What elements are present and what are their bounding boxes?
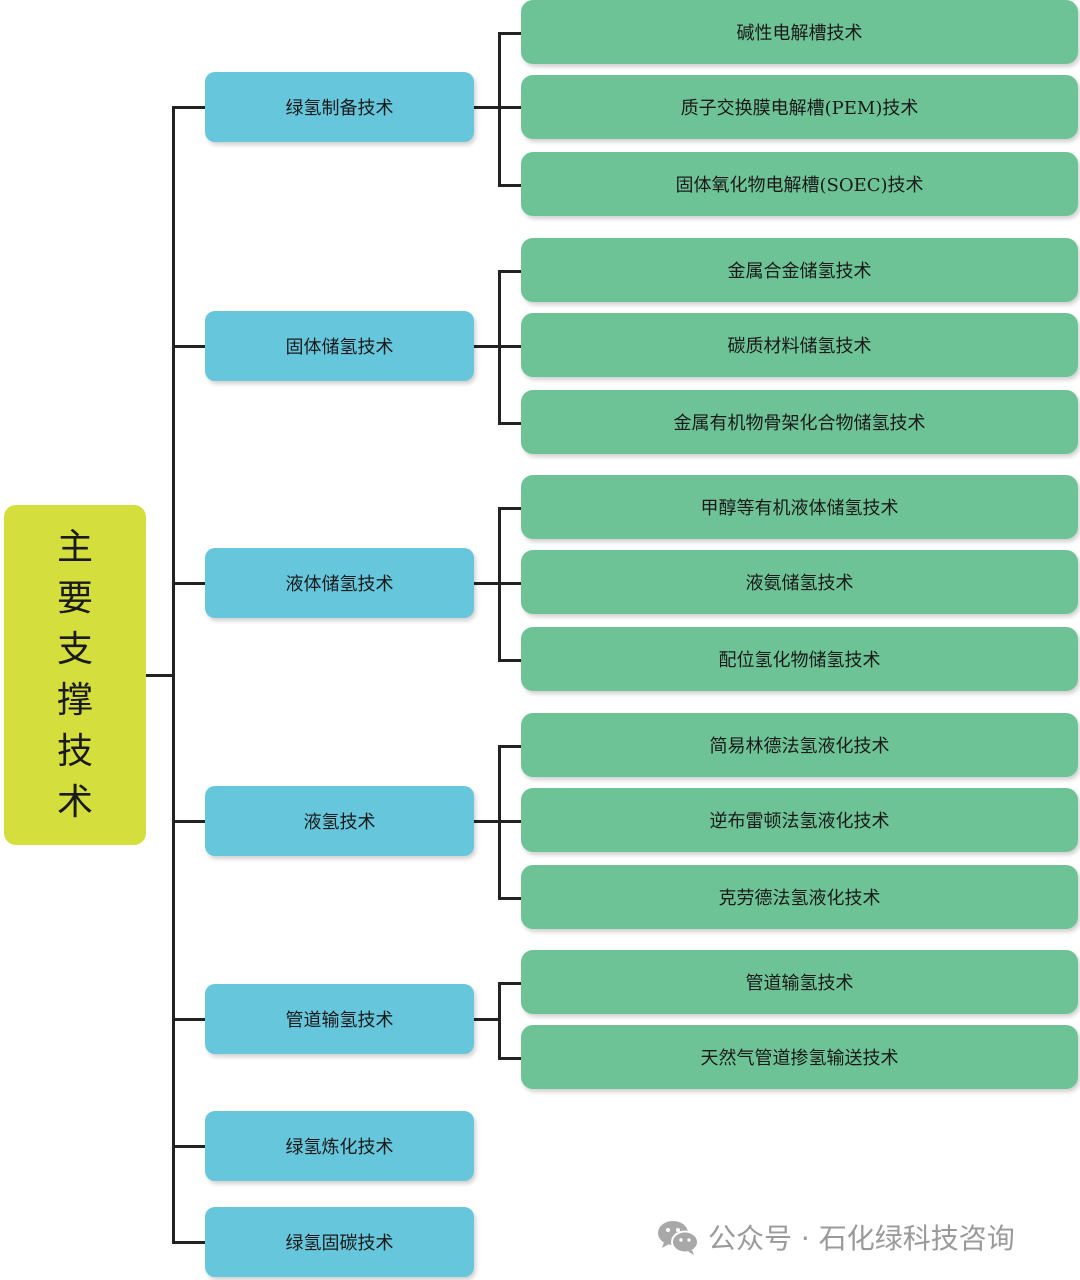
category-node-pipeline-transport: 管道输氢技术 <box>205 984 474 1054</box>
leaf-connector <box>498 106 521 109</box>
category-node-solid-storage: 固体储氢技术 <box>205 311 474 381</box>
leaf-node: 简易林德法氢液化技术 <box>521 713 1078 777</box>
leaf-connector <box>498 1057 521 1060</box>
branch-connector <box>172 106 205 109</box>
branch-connector <box>172 1241 205 1244</box>
group-spine <box>498 32 501 187</box>
group-spine <box>498 982 501 1060</box>
group-connector <box>474 106 500 109</box>
leaf-connector <box>498 659 521 662</box>
root-node: 主 要 支 撑 技 术 <box>4 505 146 845</box>
branch-connector <box>172 582 205 585</box>
leaf-node: 克劳德法氢液化技术 <box>521 865 1078 929</box>
leaf-connector <box>498 507 521 510</box>
leaf-node: 固体氧化物电解槽(SOEC)技术 <box>521 152 1078 216</box>
root-label-char: 术 <box>56 782 93 824</box>
watermark: 公众号 · 石化绿科技咨询 <box>656 1212 1015 1262</box>
branch-connector <box>172 1018 205 1021</box>
root-connector <box>146 674 175 677</box>
root-label-char: 主 <box>56 526 93 568</box>
leaf-node: 碱性电解槽技术 <box>521 0 1078 64</box>
category-node-green-carbon-fixation: 绿氢固碳技术 <box>205 1207 474 1277</box>
category-node-green-refining: 绿氢炼化技术 <box>205 1111 474 1181</box>
root-label-char: 撑 <box>56 680 93 721</box>
group-connector <box>474 582 500 585</box>
wechat-icon <box>658 1221 699 1255</box>
leaf-connector <box>498 184 521 187</box>
leaf-connector <box>498 745 521 748</box>
group-connector <box>474 1018 500 1021</box>
leaf-node: 金属有机物骨架化合物储氢技术 <box>521 390 1078 454</box>
category-node-liquid-storage: 液体储氢技术 <box>205 548 474 618</box>
leaf-connector <box>498 422 521 425</box>
leaf-connector <box>498 982 521 985</box>
leaf-connector <box>498 582 521 585</box>
leaf-connector <box>498 897 521 900</box>
leaf-node: 配位氢化物储氢技术 <box>521 627 1078 691</box>
group-connector <box>474 345 500 348</box>
leaf-node: 金属合金储氢技术 <box>521 238 1078 302</box>
leaf-node: 天然气管道掺氢输送技术 <box>521 1025 1078 1089</box>
leaf-node: 管道输氢技术 <box>521 950 1078 1014</box>
branch-connector <box>172 1145 205 1148</box>
leaf-node: 甲醇等有机液体储氢技术 <box>521 475 1078 539</box>
leaf-node: 碳质材料储氢技术 <box>521 313 1078 377</box>
trunk-line <box>172 106 175 1244</box>
branch-connector <box>172 345 205 348</box>
root-label-char: 要 <box>56 577 93 619</box>
category-node-liquid-hydrogen: 液氢技术 <box>205 786 474 856</box>
group-connector <box>474 820 500 823</box>
branch-connector <box>172 820 205 823</box>
leaf-node: 质子交换膜电解槽(PEM)技术 <box>521 75 1078 139</box>
leaf-node: 液氨储氢技术 <box>521 550 1078 614</box>
leaf-node: 逆布雷顿法氢液化技术 <box>521 788 1078 852</box>
leaf-connector <box>498 820 521 823</box>
category-node-green-hydrogen-production: 绿氢制备技术 <box>205 72 474 142</box>
leaf-connector <box>498 270 521 273</box>
leaf-connector <box>498 345 521 348</box>
root-label-char: 支 <box>56 628 93 670</box>
root-label-char: 技 <box>56 731 93 773</box>
leaf-connector <box>498 32 521 35</box>
watermark-text: 公众号 · 石化绿科技咨询 <box>708 1222 1015 1255</box>
